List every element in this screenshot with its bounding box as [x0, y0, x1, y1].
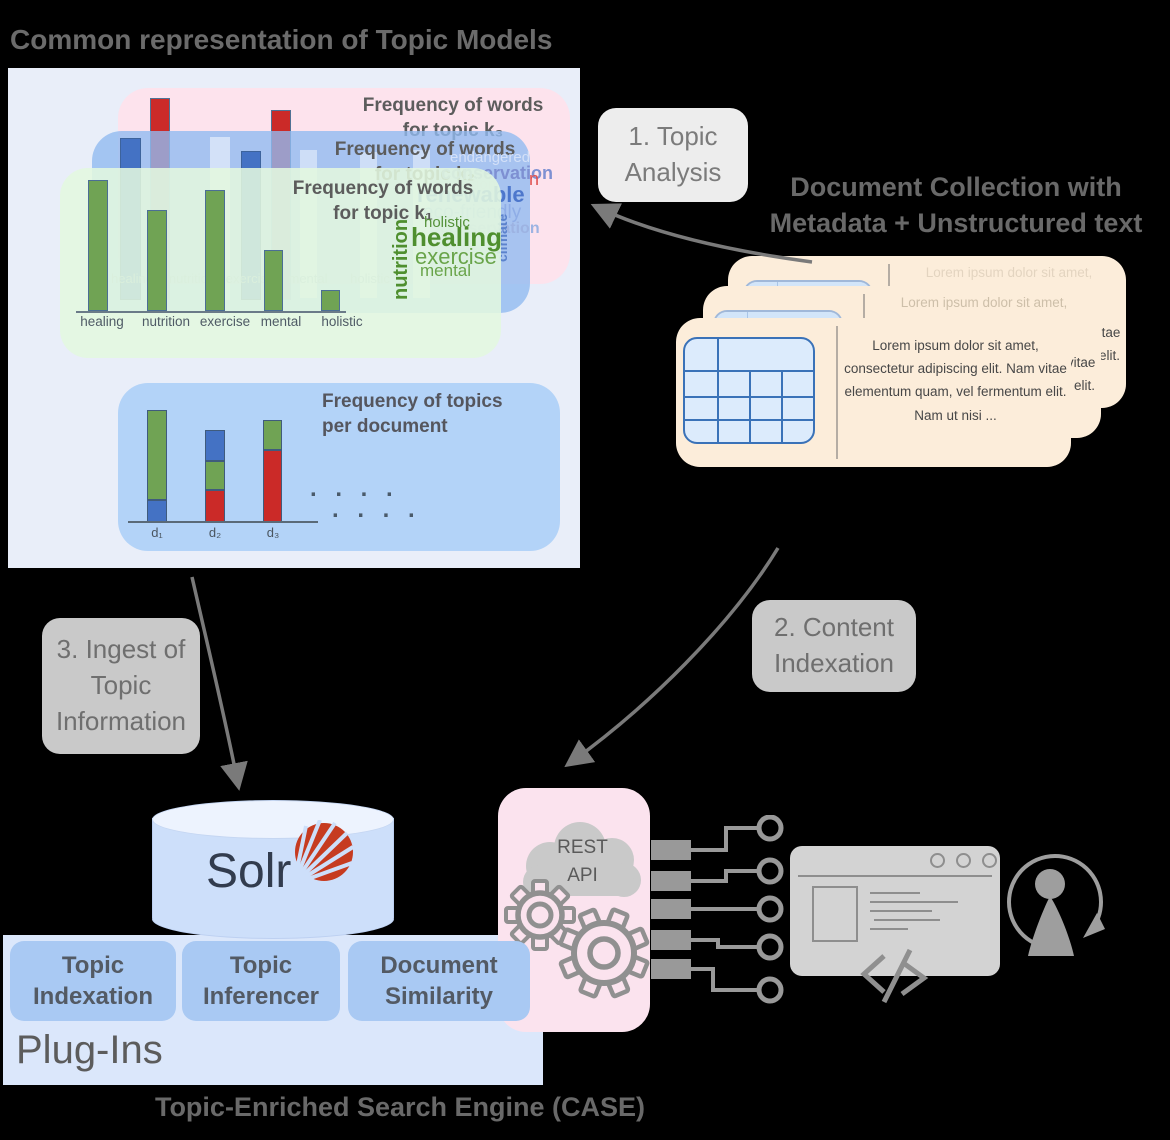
solr-logo-text: Solr — [206, 845, 292, 898]
stack-axis-line — [128, 521, 318, 523]
code-icon — [860, 948, 929, 1004]
d2-blue-seg — [205, 430, 225, 461]
topics-per-document-title: Frequency of topics per document — [322, 391, 503, 438]
cloud-word-red-n: n — [529, 169, 540, 189]
browser-window — [790, 846, 1000, 976]
cloud-word-holistic: holistic — [424, 214, 470, 231]
k1-green-bar — [88, 180, 108, 311]
k1-tick-label: healing — [80, 314, 124, 329]
rest-api-label: REST API — [557, 837, 608, 886]
d1-green-seg — [147, 410, 167, 500]
d-tick-label: d₃ — [266, 525, 280, 540]
cloud-word-healing: healing — [411, 222, 503, 252]
d3-green-seg — [263, 420, 282, 450]
text-line — [870, 910, 932, 912]
gears-icon — [504, 879, 650, 999]
step-3-ingest-label: 3. Ingest of Topic Information — [42, 618, 200, 754]
plugin-document-similarity: Document Similarity — [348, 941, 530, 1021]
k1-tick-label: mental — [260, 314, 302, 329]
k1-tick-label: exercise — [199, 314, 251, 329]
k1-tick-label: holistic — [321, 314, 363, 329]
cloud-word-exercise: exercise — [415, 244, 497, 269]
text-line — [874, 919, 940, 921]
faded-text-line: Lorem ipsum dolor sit amet, — [925, 265, 1093, 280]
solr-sunburst-icon — [290, 820, 355, 890]
card-divider — [836, 326, 838, 459]
cloud-word-mental: mental — [420, 261, 472, 280]
k1-tick-label: nutrition — [141, 314, 191, 329]
k1-green-bar — [147, 210, 167, 311]
diagram-caption: Topic-Enriched Search Engine (CASE) — [154, 1092, 646, 1122]
d2-red-seg — [205, 490, 225, 522]
cloud-word-endangered: endangered — [450, 149, 531, 166]
image-placeholder — [812, 886, 858, 942]
k1-axis-line — [76, 311, 346, 313]
continuation-dots: . . . . — [310, 475, 399, 502]
k1-green-bar — [205, 190, 225, 311]
plugin-topic-indexation: Topic Indexation — [10, 941, 176, 1021]
window-dot — [982, 853, 997, 868]
arrow-content-indexation — [564, 547, 780, 768]
plugin-topic-inferencer: Topic Inferencer — [182, 941, 340, 1021]
d-tick-label: d₁ — [151, 525, 163, 540]
plugins-title: Plug-Ins — [16, 1028, 163, 1072]
api-connectors — [651, 815, 784, 1004]
main-title: Common representation of Topic Models — [10, 24, 553, 55]
d2-green-seg — [205, 461, 225, 490]
window-dot — [956, 853, 971, 868]
cloud-word-nutrition: nutrition — [390, 218, 412, 300]
faded-text-line: Lorem ipsum dolor sit amet, — [900, 295, 1068, 310]
window-dot — [930, 853, 945, 868]
user-refresh-icon — [1007, 854, 1105, 956]
k1-green-bar — [321, 290, 340, 311]
d-tick-label: d₂ — [208, 525, 222, 540]
document-text: Lorem ipsum dolor sit amet, consectetur … — [844, 338, 1067, 423]
topic-k1-title: Frequency of words for topic k₁ — [292, 178, 474, 225]
step-2-content-indexation-label: 2. Content Indexation — [752, 600, 916, 692]
text-line — [870, 892, 920, 894]
text-line — [870, 928, 908, 930]
d1-blue-seg — [147, 500, 167, 522]
solr-cylinder-top — [152, 800, 394, 839]
titlebar-line — [798, 875, 992, 877]
k1-green-bar — [264, 250, 283, 311]
step-1-topic-analysis-label: 1. Topic Analysis — [598, 108, 748, 202]
d3-red-seg — [263, 450, 282, 522]
continuation-dots: . . . . — [332, 496, 421, 523]
document-card-front: Lorem ipsum dolor sit amet, consectetur … — [676, 318, 1071, 467]
topics-per-document-card — [118, 383, 560, 551]
table-icon — [683, 337, 815, 444]
doc-collection-heading: Document Collection with Metadata + Unst… — [769, 172, 1143, 238]
text-line — [870, 901, 958, 903]
